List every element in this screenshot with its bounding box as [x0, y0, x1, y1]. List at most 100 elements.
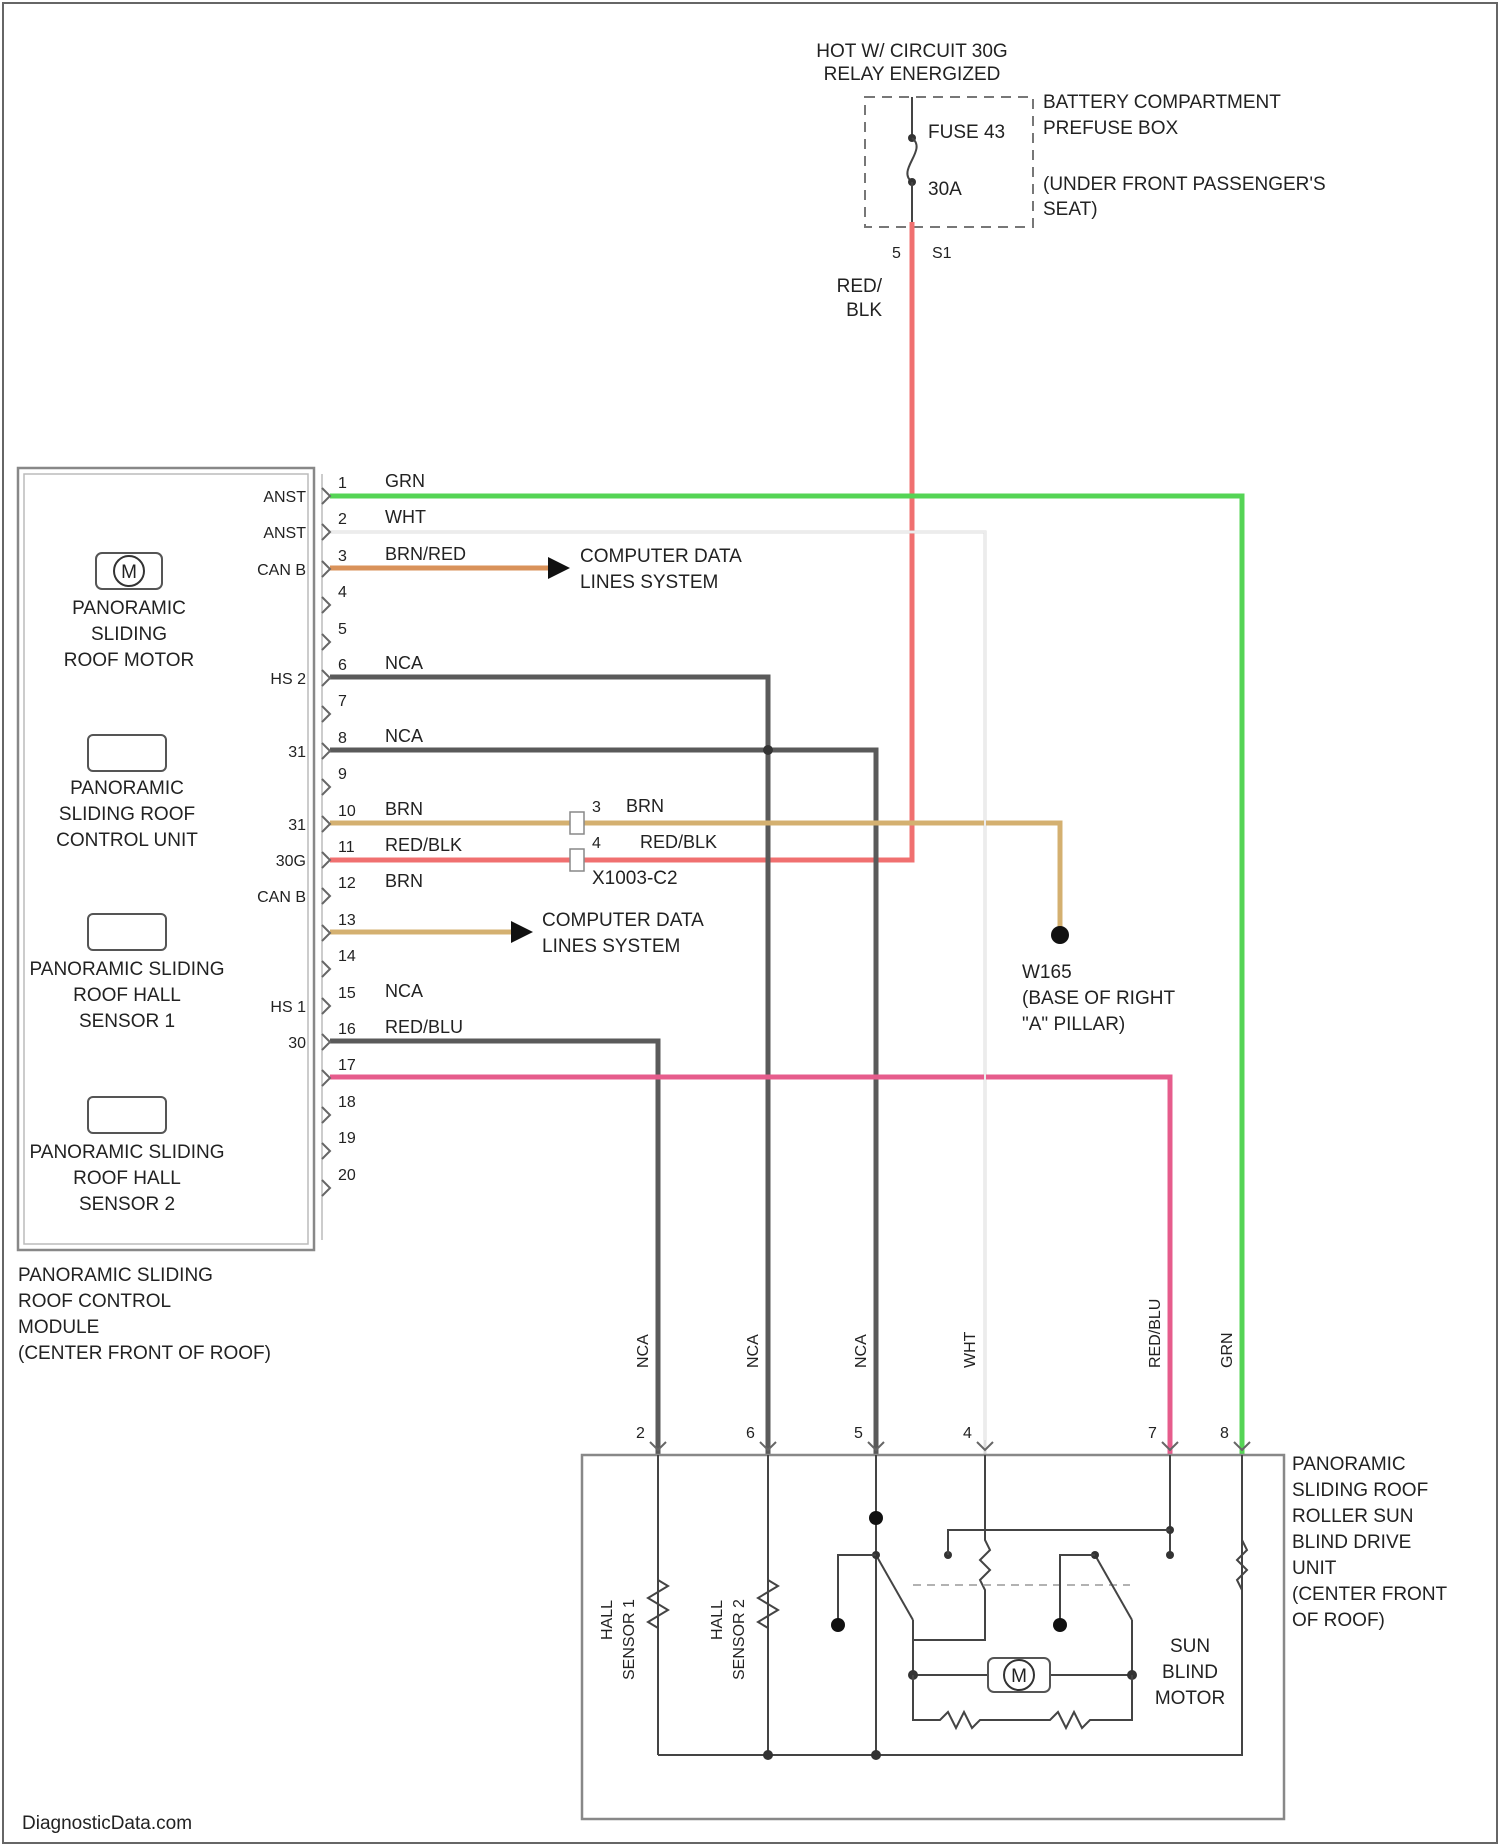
- drive-hall1-label-1: HALL: [599, 1600, 616, 1640]
- module-caption-1: PANORAMIC SLIDING: [18, 1265, 213, 1286]
- control-unit-label-3: CONTROL UNIT: [56, 830, 198, 851]
- module-pin-terminal: [322, 1107, 330, 1123]
- hall-sensor-1-icon: [88, 914, 166, 950]
- hot-label-line2: RELAY ENERGIZED: [824, 64, 1001, 85]
- hall-sensor-2-icon: [88, 1097, 166, 1133]
- drive-wire-label-group: NCA: [635, 1334, 652, 1368]
- module-pin-number: 3: [338, 548, 347, 565]
- control-module: M PANORAMIC SLIDING ROOF MOTOR PANORAMIC…: [18, 468, 466, 1364]
- data-lines-2-line2: LINES SYSTEM: [542, 936, 680, 957]
- module-pin-wire-label: WHT: [385, 507, 426, 527]
- hall-sensor-1-label-2: ROOF HALL: [73, 985, 181, 1006]
- drive-pin-number: 5: [854, 1425, 863, 1442]
- power-wire-label-2: BLK: [846, 300, 882, 321]
- module-pin-name: 30: [288, 1035, 306, 1052]
- module-pin-number: 13: [338, 912, 356, 929]
- hot-label-line1: HOT W/ CIRCUIT 30G: [816, 41, 1007, 62]
- ground-name: W165: [1022, 962, 1072, 983]
- module-pin-number: 19: [338, 1130, 356, 1147]
- module-pin-wire-label: RED/BLU: [385, 1017, 463, 1037]
- fuse-pin-right: S1: [932, 245, 952, 262]
- sun-blind-motor-label-1: SUN: [1170, 1636, 1210, 1657]
- module-pin-name: 31: [288, 744, 306, 761]
- drive-wire-label-group: GRN: [1219, 1332, 1236, 1368]
- relay1-arm: [876, 1555, 913, 1620]
- drive-wire-label-group: NCA: [853, 1334, 870, 1368]
- wire-red-blk: [330, 222, 912, 860]
- module-pin-name: CAN B: [257, 562, 306, 579]
- control-unit-label-2: SLIDING ROOF: [59, 804, 195, 825]
- module-pin-terminal: [322, 1070, 330, 1086]
- splice-name: X1003-C2: [592, 868, 678, 889]
- watermark: DiagnosticData.com: [22, 1813, 192, 1834]
- module-pin-wire-label: GRN: [385, 471, 425, 491]
- module-pin-name: 30G: [276, 853, 306, 870]
- relay1-common-dot: [869, 1511, 883, 1525]
- relay1-nc-link: [838, 1555, 876, 1625]
- module-pin-terminal: [322, 998, 330, 1014]
- roof-motor-label-1: PANORAMIC: [72, 598, 186, 619]
- module-pin-name: ANST: [263, 525, 306, 542]
- module-pin-number: 9: [338, 766, 347, 783]
- module-pin-number: 2: [338, 511, 347, 528]
- module-pin-terminal: [322, 852, 330, 868]
- drive-caption-6: (CENTER FRONT: [1292, 1584, 1448, 1605]
- relay1-ground-dot: [831, 1618, 845, 1632]
- module-pin-name: CAN B: [257, 889, 306, 906]
- hall-sensor-2-label-1: PANORAMIC SLIDING: [30, 1142, 225, 1163]
- drive-pin-number: 2: [636, 1425, 645, 1442]
- relay2-top-link: [948, 1530, 1170, 1555]
- fuse-symbol: [907, 138, 916, 182]
- drive-pin-number: 6: [746, 1425, 755, 1442]
- module-pin-terminal: [322, 634, 330, 650]
- prefuse-box-label-2: PREFUSE BOX: [1043, 118, 1178, 139]
- drive-caption-2: SLIDING ROOF: [1292, 1480, 1428, 1501]
- ground-location-1: (BASE OF RIGHT: [1022, 988, 1175, 1009]
- module-pin-number: 10: [338, 803, 356, 820]
- module-caption-4: (CENTER FRONT OF ROOF): [18, 1343, 271, 1364]
- splice-pin-b: 4: [592, 835, 601, 852]
- module-pin-number: 16: [338, 1021, 356, 1038]
- wire-grn: [330, 496, 1242, 1455]
- module-pin-number: 15: [338, 985, 356, 1002]
- data-lines-1-line2: LINES SYSTEM: [580, 572, 718, 593]
- roof-motor-symbol: M: [121, 562, 137, 583]
- module-pin-number: 18: [338, 1094, 356, 1111]
- drive-wire-label: GRN: [1219, 1332, 1236, 1368]
- module-pin-name: HS 1: [270, 999, 306, 1016]
- arrow-can-b-1: [548, 557, 570, 579]
- wires: [330, 222, 1242, 1455]
- roof-motor-label-2: SLIDING: [91, 624, 167, 645]
- module-caption-3: MODULE: [18, 1317, 99, 1338]
- drive-wire-label-group: NCA: [745, 1334, 762, 1368]
- module-pin-number: 17: [338, 1057, 356, 1074]
- module-pin-number: 20: [338, 1167, 356, 1184]
- data-lines-1-line1: COMPUTER DATA: [580, 546, 742, 567]
- drive-wire-label: NCA: [635, 1334, 652, 1368]
- control-unit-label-1: PANORAMIC: [70, 778, 184, 799]
- prefuse-box-label-3: (UNDER FRONT PASSENGER'S: [1043, 174, 1326, 195]
- drive-hall1-label-2: SENSOR 1: [621, 1599, 638, 1680]
- module-pin-terminal: [322, 816, 330, 832]
- relay2-contact-a: [1166, 1551, 1174, 1559]
- module-pin-number: 1: [338, 475, 347, 492]
- relay2-nc-link: [1060, 1555, 1095, 1625]
- drive-caption-1: PANORAMIC: [1292, 1454, 1406, 1475]
- module-caption-2: ROOF CONTROL: [18, 1291, 171, 1312]
- drive-unit-wire-labels: NCA2NCA6NCA5WHT4RED/BLU7GRN8: [635, 1299, 1250, 1450]
- bus-junction-1: [763, 1750, 773, 1760]
- drive-wire-label-group: WHT: [962, 1331, 979, 1368]
- module-outer-box: [18, 468, 314, 1250]
- power-wire-label-1: RED/: [837, 276, 883, 297]
- module-pin-number: 11: [338, 839, 355, 856]
- module-pin-number: 12: [338, 875, 356, 892]
- module-pin-terminal: [322, 597, 330, 613]
- module-pin-number: 5: [338, 621, 347, 638]
- wire-red-blu: [330, 1077, 1170, 1455]
- wire-nca-31: [330, 750, 876, 1455]
- fuse-pin-left: 5: [892, 245, 901, 262]
- hall-sensor-1-label-1: PANORAMIC SLIDING: [30, 959, 225, 980]
- relay2-arm: [1095, 1555, 1132, 1620]
- module-pin-terminal: [322, 706, 330, 722]
